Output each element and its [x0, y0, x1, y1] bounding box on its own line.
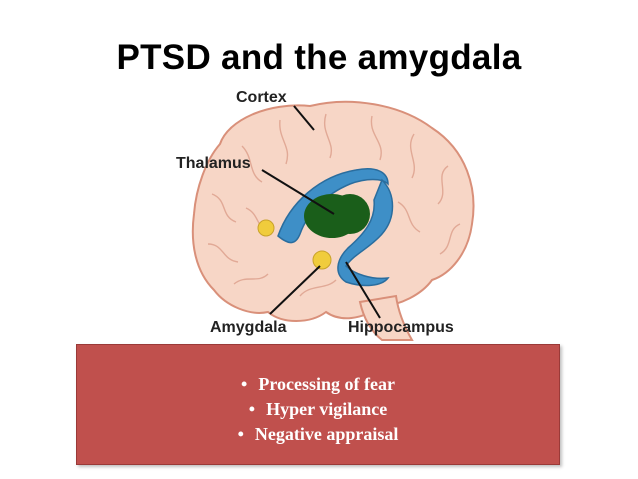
- bullet-text: Hyper vigilance: [266, 399, 388, 419]
- bullet-text: Processing of fear: [258, 374, 395, 394]
- list-item: • Hyper vigilance: [77, 397, 559, 422]
- frontal-dot: [257, 219, 275, 237]
- hippocampus-leader: [345, 261, 381, 319]
- thalamus-leader: [261, 169, 335, 215]
- thalamus-label: Thalamus: [176, 155, 251, 172]
- hippocampus-label: Hippocampus: [348, 319, 454, 336]
- brain-folds: [207, 113, 461, 297]
- cortex-label: Cortex: [236, 89, 287, 106]
- brain-illustration: Cortex Thalamus Amygdala Hippocampus: [176, 89, 475, 341]
- bullet-list: •Processing of fear •Hyper vigilance •Ne…: [77, 372, 559, 447]
- bullet-marker: •: [241, 374, 248, 394]
- bullet-text: Negative appraisal: [254, 424, 399, 444]
- key-points-box: •Processing of fear •Hyper vigilance •Ne…: [76, 344, 560, 465]
- thalamus-structure-2: [330, 194, 370, 234]
- brain-diagram: Cortex Thalamus Amygdala Hippocampus: [150, 84, 510, 346]
- amygdala-leader: [269, 265, 321, 315]
- amygdala-label: Amygdala: [210, 319, 287, 336]
- list-item: • Processing of fear: [77, 372, 559, 397]
- hippocampus-structure: [277, 168, 389, 244]
- bullet-marker: •: [248, 399, 256, 419]
- cortex-leader: [293, 105, 315, 131]
- amygdala-dot: [312, 250, 332, 270]
- bullet-marker: •: [237, 424, 244, 444]
- hippocampus-tail: [337, 178, 394, 287]
- slide-title: PTSD and the amygdala: [116, 38, 522, 77]
- list-item: • Negative appraisal: [77, 422, 559, 447]
